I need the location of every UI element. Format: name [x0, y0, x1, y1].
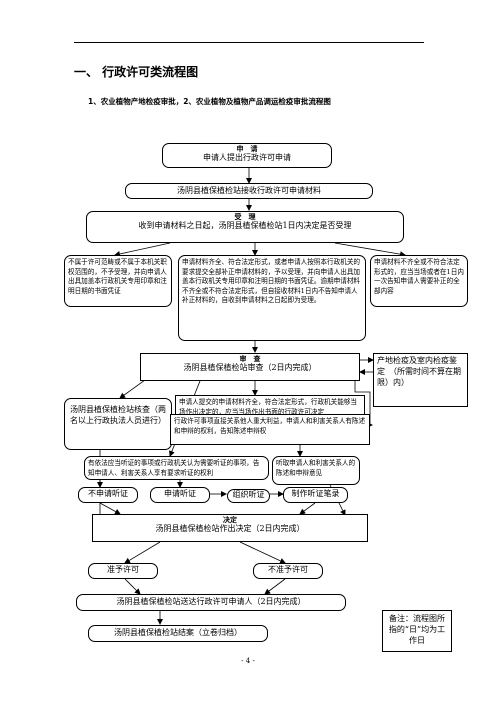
arrow-accept-right — [334, 242, 406, 258]
node-accepted-text: 申请材料齐全、符合法定形式，或者申请人按照本行政机关的要求提交全部补正申请材料的… — [182, 258, 361, 305]
node-deliver-text: 汤阴县植保植检站送达行政许可申请人（2日内完成） — [116, 597, 306, 606]
node-reject: 不属于许可范畴或不属于本机关职权范围的，不予受理，并向申请人出具加盖本行政机关专… — [64, 255, 172, 307]
flowchart-title: 1、农业植物产地检疫审批，2、农业植物及植物产品调运检疫审批流程图 — [88, 97, 331, 106]
node-receive-text: 汤阴县植保植检站接收行政许可申请材料 — [177, 186, 321, 195]
node-apply-hearing-text: 申请听证 — [164, 489, 196, 498]
node-accept-title: 受 理 — [234, 212, 256, 221]
arrow-deny-deliver — [264, 578, 286, 595]
node-apply-hearing: 申请听证 — [150, 487, 210, 503]
node-decide-text: 汤阴县植保植检站作出决定（2日内完成） — [155, 524, 305, 534]
node-decide-title: 决定 — [223, 515, 237, 524]
footnote-text: 备注：流程图所指的“日”均为工作日 — [388, 614, 446, 645]
section-heading: 一、 行政许可类流程图 — [74, 65, 199, 79]
node-listen-text: 听取申请人和利害关系人的陈述和申辩意见 — [276, 459, 356, 477]
node-hearing-notice: 有依法应当听证的事项或行政机关认为需要听证的事项，告知申请人、利害关系人享有要求… — [84, 456, 269, 480]
arrow-no-decide — [99, 502, 121, 515]
node-review-text: 汤阴县植保植检站审查（2日内完成） — [183, 363, 317, 373]
arrow-record-decide — [299, 502, 316, 515]
node-apply-text: 申请人提出行政许可申请 — [203, 153, 291, 163]
node-review-note2: 行政许可事项直接关系他人重大利益，申请人和利害关系人有陈述和申辩的权利，告知陈述… — [170, 414, 370, 445]
node-accept-text: 收到申请材料之日起，汤阴县植保植检站1日内决定是否受理 — [138, 221, 352, 231]
node-grant-text: 准予许可 — [107, 565, 139, 574]
node-hearing-record: 制作听证笔录 — [283, 487, 348, 503]
node-receive: 汤阴县植保植检站接收行政许可申请材料 — [125, 183, 373, 199]
node-verify-text: 汤阴县植保植检站核查（两名以上行政执法人员进行） — [70, 405, 166, 425]
node-review: 审 查 汤阴县植保植检站审查（2日内完成） — [140, 353, 360, 381]
node-review-note2-text: 行政许可事项直接关系他人重大利益，申请人和利害关系人有陈述和申辩的权利，告知陈述… — [174, 417, 366, 435]
node-decide: 决定 汤阴县植保植检站作出决定（2日内完成） — [92, 514, 368, 542]
node-review-title: 审 查 — [239, 354, 261, 363]
node-archive: 汤阴县植保植检站结案（立卷归档） — [88, 625, 268, 642]
arrow-review-verify — [119, 379, 146, 399]
node-no-hearing-text: 不申请听证 — [88, 489, 128, 498]
page-number: - 4 - — [241, 657, 255, 665]
node-no-hearing: 不申请听证 — [78, 487, 138, 503]
node-organize-hearing: 组织听证 — [227, 489, 270, 503]
header-rule — [74, 42, 424, 43]
node-hearing-record-text: 制作听证笔录 — [291, 489, 340, 498]
node-accept: 受 理 收到申请材料之日起，汤阴县植保植检站1日内决定是否受理 — [86, 211, 404, 243]
node-accepted: 申请材料齐全、符合法定形式，或者申请人按照本行政机关的要求提交全部补正申请材料的… — [178, 255, 366, 341]
node-apply-title: 申 请 — [236, 144, 258, 153]
arrow-review-note2 — [354, 381, 373, 428]
node-organize-hearing-text: 组织听证 — [232, 490, 265, 499]
node-apply: 申 请 申请人提出行政许可申请 — [162, 143, 332, 168]
node-verify: 汤阴县植保植检站核查（两名以上行政执法人员进行） — [64, 398, 172, 450]
footnote-box: 备注：流程图所指的“日”均为工作日 — [382, 610, 452, 652]
node-listen: 听取申请人和利害关系人的陈述和申辩意见 — [272, 456, 360, 485]
node-review-note1-text: 申请人提交的申请材料齐全，符合法定形式，行政机关能够当场作出决定的，应当当场作出… — [179, 398, 358, 416]
node-archive-text: 汤阴县植保植检站结案（立卷归档） — [114, 628, 242, 637]
arrow-grant-deliver — [124, 578, 141, 595]
arrow-decide-grant — [124, 541, 161, 564]
arrow-decide-deny — [239, 541, 286, 564]
node-deliver: 汤阴县植保植检站送达行政许可申请人（2日内完成） — [76, 594, 346, 611]
node-inspection: 产地检疫及室内检疫鉴定 （所需时间不算在期限）内） — [373, 353, 468, 407]
node-deny-text: 不准予许可 — [268, 565, 308, 574]
node-supplement-text: 申请材料不齐全或不符合法定形式的，应当当场或者在1日内一次告知申请人需要补正的全… — [374, 258, 464, 295]
node-grant: 准予许可 — [88, 563, 158, 579]
node-deny: 不准予许可 — [253, 563, 323, 579]
node-supplement: 申请材料不齐全或不符合法定形式的，应当当场或者在1日内一次告知申请人需要补正的全… — [370, 255, 468, 307]
node-hearing-notice-text: 有依法应当听证的事项或行政机关认为需要听证的事项，告知申请人、利害关系人享有要求… — [88, 459, 260, 477]
node-inspection-text: 产地检疫及室内检疫鉴定 （所需时间不算在期限）内） — [377, 356, 461, 387]
node-reject-text: 不属于许可范畴或不属于本机关职权范围的，不予受理，并向申请人出具加盖本行政机关专… — [68, 258, 167, 295]
arrow-accept-left — [114, 242, 171, 257]
